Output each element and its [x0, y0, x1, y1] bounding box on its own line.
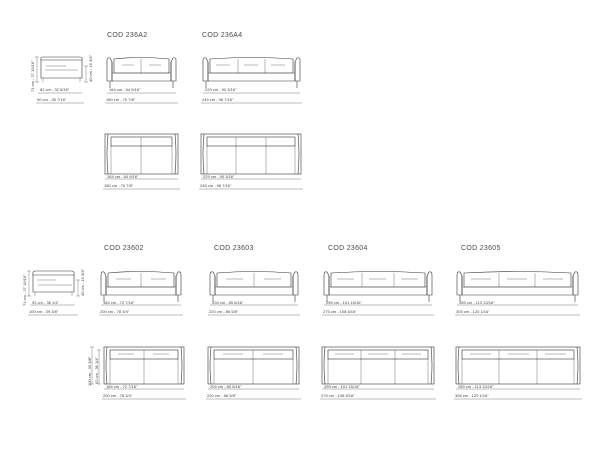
- sofa-23602-front: 184 cm - 72 7/16" 200 cm - 78 3/4": [99, 271, 183, 316]
- code-label-23605: COD 23605: [461, 245, 501, 252]
- dim-23605-top-outer: 305 cm - 120 1/16": [455, 393, 489, 398]
- dim-23605-front-outer: 305 cm - 120 1/16": [456, 309, 490, 314]
- dim-23602-depth-in: 92 cm - 36 1/4": [94, 356, 99, 384]
- dim-236a4-top-inner: 229 cm - 90 3/16": [203, 174, 235, 179]
- dim-23604-top-outer: 275 cm - 108 5/16": [321, 393, 355, 398]
- dim-depth-in-bottom: 92 cm - 36 1/4": [32, 300, 60, 305]
- code-label-236a4: COD 236A4: [202, 32, 243, 39]
- sofa-23604-top: 259 cm - 101 15/16" 275 cm - 108 5/16": [320, 346, 436, 400]
- dim-depth-out-top: 90 cm - 35 7/16": [37, 97, 67, 102]
- code-label-23604: COD 23604: [328, 245, 368, 252]
- sofa-23605-top: 289 cm - 113 13/16" 305 cm - 120 1/16": [454, 346, 582, 400]
- dim-23603-front-outer: 220 cm - 86 5/8": [209, 309, 239, 314]
- dim-23602-front-outer: 200 cm - 78 3/4": [100, 309, 130, 314]
- dim-height-top: 71 cm - 27 15/16": [30, 60, 35, 92]
- dim-23602-top-inner: 184 cm - 72 7/16": [106, 384, 138, 389]
- side-view-bottom: 71 cm - 27 15/16" 40 cm - 15 3/4" 92 cm …: [22, 268, 85, 316]
- dim-23605-front-inner: 289 cm - 113 13/16": [459, 300, 495, 305]
- sofa-236a4-front: 229 cm - 90 3/16" 245 cm - 96 7/16": [201, 57, 302, 104]
- dim-height-bottom: 71 cm - 27 15/16": [22, 274, 27, 306]
- code-label-23602: COD 23602: [104, 245, 144, 252]
- sofa-23603-top: 204 cm - 80 5/16" 220 cm - 86 5/8": [206, 346, 301, 400]
- dim-236a4-top-outer: 245 cm - 96 7/16": [200, 183, 232, 188]
- sofa-23603-front: 204 cm - 80 5/16" 220 cm - 86 5/8": [208, 271, 300, 316]
- sofa-23605-front: 289 cm - 113 13/16" 305 cm - 120 1/16": [455, 271, 580, 316]
- dim-23605-top-inner: 289 cm - 113 13/16": [458, 384, 494, 389]
- dim-23604-front-inner: 259 cm - 101 15/16": [326, 300, 362, 305]
- dim-23604-front-outer: 275 cm - 108 5/16": [323, 309, 357, 314]
- dim-236a2-front-inner: 164 cm - 64 9/16": [109, 87, 141, 92]
- dim-23602-depth-out: 100 cm - 39 3/8": [87, 356, 92, 386]
- sofa-236a2-front: 164 cm - 64 9/16" 180 cm - 70 7/8": [105, 57, 178, 104]
- dim-seat-bottom: 40 cm - 15 3/4": [80, 268, 85, 296]
- dim-23603-front-inner: 204 cm - 80 5/16": [212, 300, 244, 305]
- side-view-top: 71 cm - 27 15/16" 40 cm - 15 3/4" 82 cm …: [30, 54, 93, 104]
- sofa-23604-front: 259 cm - 101 15/16" 275 cm - 108 5/16": [322, 271, 434, 316]
- sofa-23602-top: 100 cm - 39 3/8" 92 cm - 36 1/4" 184 cm …: [87, 346, 186, 400]
- dim-23603-top-outer: 220 cm - 86 5/8": [207, 393, 237, 398]
- sofa-236a2-top: 164 cm - 64 9/16" 180 cm - 70 7/8": [103, 133, 180, 190]
- dim-236a2-front-outer: 180 cm - 70 7/8": [106, 97, 136, 102]
- code-label-236a2: COD 236A2: [107, 32, 148, 39]
- dim-236a2-top-inner: 164 cm - 64 9/16": [107, 174, 139, 179]
- sofa-236a4-top: 229 cm - 90 3/16" 245 cm - 96 7/16": [199, 133, 303, 190]
- dim-23602-front-inner: 184 cm - 72 7/16": [103, 300, 135, 305]
- dim-23604-top-inner: 259 cm - 101 15/16": [324, 384, 360, 389]
- dim-236a4-front-outer: 245 cm - 96 7/16": [202, 97, 234, 102]
- dim-23603-top-inner: 204 cm - 80 5/16": [210, 384, 242, 389]
- dim-23602-top-outer: 200 cm - 78 3/4": [103, 393, 133, 398]
- dim-seat-top: 40 cm - 15 3/4": [88, 54, 93, 82]
- code-label-23603: COD 23603: [214, 245, 254, 252]
- dim-depth-in-top: 82 cm - 32 5/16": [40, 87, 70, 92]
- dim-depth-out-bottom: 100 cm - 39 3/8": [29, 309, 59, 314]
- dim-236a2-top-outer: 180 cm - 70 7/8": [104, 183, 134, 188]
- dim-236a4-front-inner: 229 cm - 90 3/16": [205, 87, 237, 92]
